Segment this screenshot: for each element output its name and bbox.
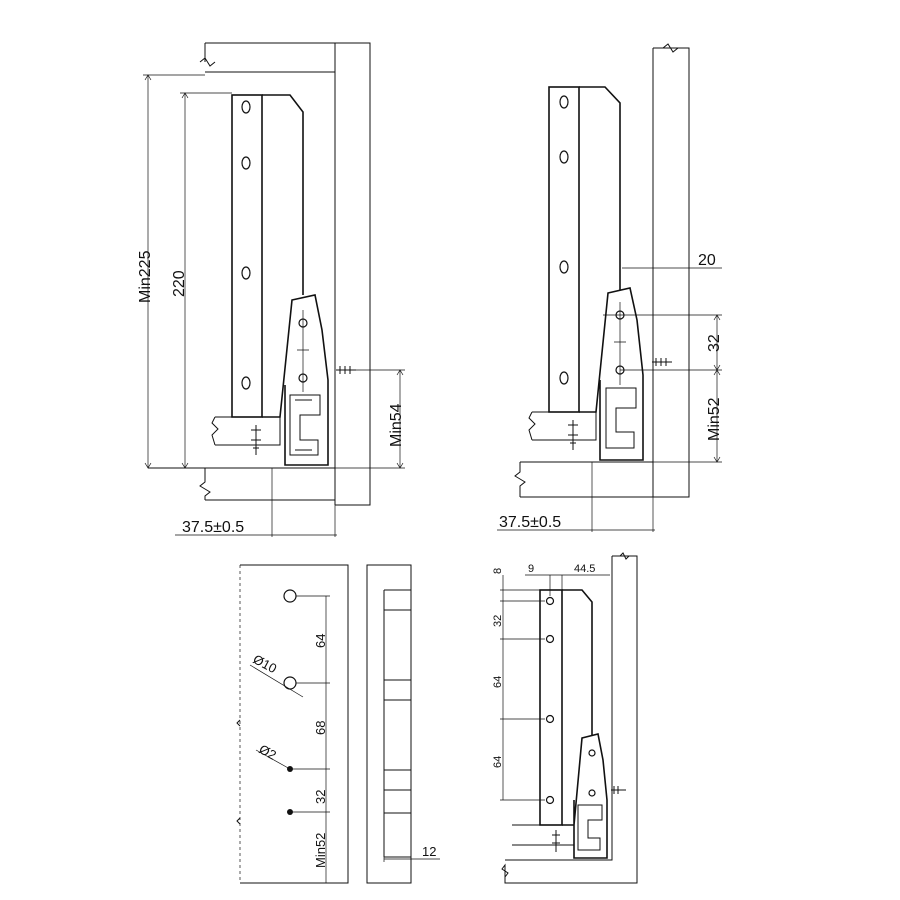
dim-offset-a: 37.5±0.5: [182, 519, 244, 536]
dim-68-c: 68: [313, 721, 328, 735]
dim-9: 9: [528, 563, 534, 575]
dim-32-d: 32: [492, 615, 504, 627]
dim-min52-b: Min52: [706, 397, 723, 441]
dim-offset-b: 37.5±0.5: [499, 514, 561, 531]
dim-min54: Min54: [388, 403, 405, 447]
dim-8: 8: [492, 568, 504, 574]
dim-220: 220: [171, 270, 188, 297]
dim-20: 20: [698, 252, 716, 269]
dim-dia10: Ø10: [251, 651, 280, 676]
dim-44-5: 44.5: [574, 563, 595, 575]
dim-dia2: Ø2: [257, 741, 279, 762]
dim-min225: Min225: [137, 250, 154, 303]
dim-64-d1: 64: [492, 676, 504, 688]
dim-32-c: 32: [313, 790, 328, 804]
dim-64-d2: 64: [492, 756, 504, 768]
view-c-hole-pattern: Ø10 Ø2 64 68 32 Min52: [236, 564, 349, 884]
view-d-side-section: 8 9 44.5 32 64 64: [492, 552, 638, 884]
dim-64-c: 64: [313, 634, 328, 648]
dim-min52-c: Min52: [313, 833, 328, 868]
dim-12: 12: [422, 844, 436, 859]
view-c-front-profile: 12: [366, 564, 440, 884]
view-a-side-section: Min225 220 Min54 37.5±0.5: [137, 42, 405, 537]
view-b-side-section: 20 32 Min52 37.5±0.5: [497, 43, 723, 532]
dim-32-b: 32: [706, 334, 723, 352]
